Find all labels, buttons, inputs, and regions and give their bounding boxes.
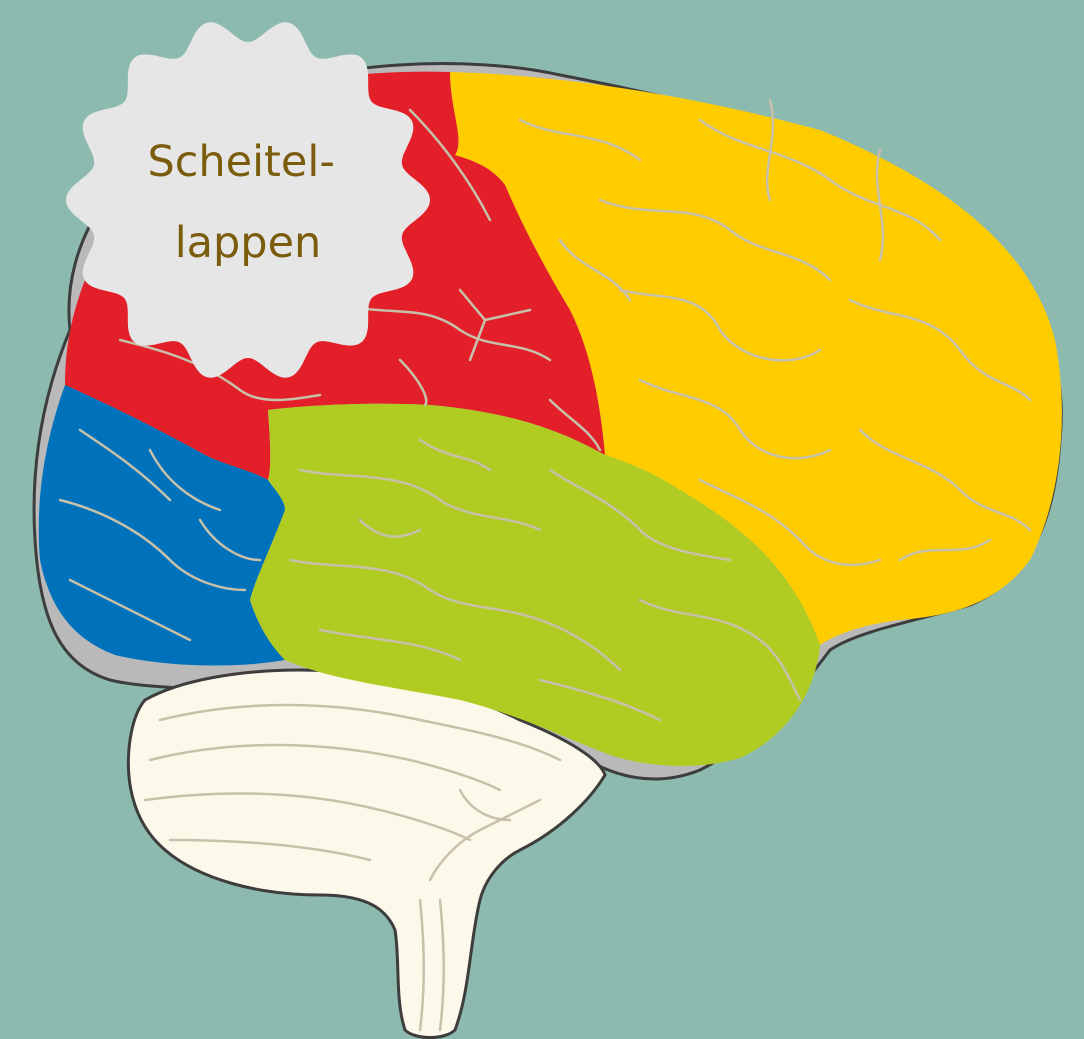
lobe-label-line-2: lappen bbox=[175, 218, 322, 268]
lobe-label-line-1: Scheitel- bbox=[147, 137, 334, 187]
